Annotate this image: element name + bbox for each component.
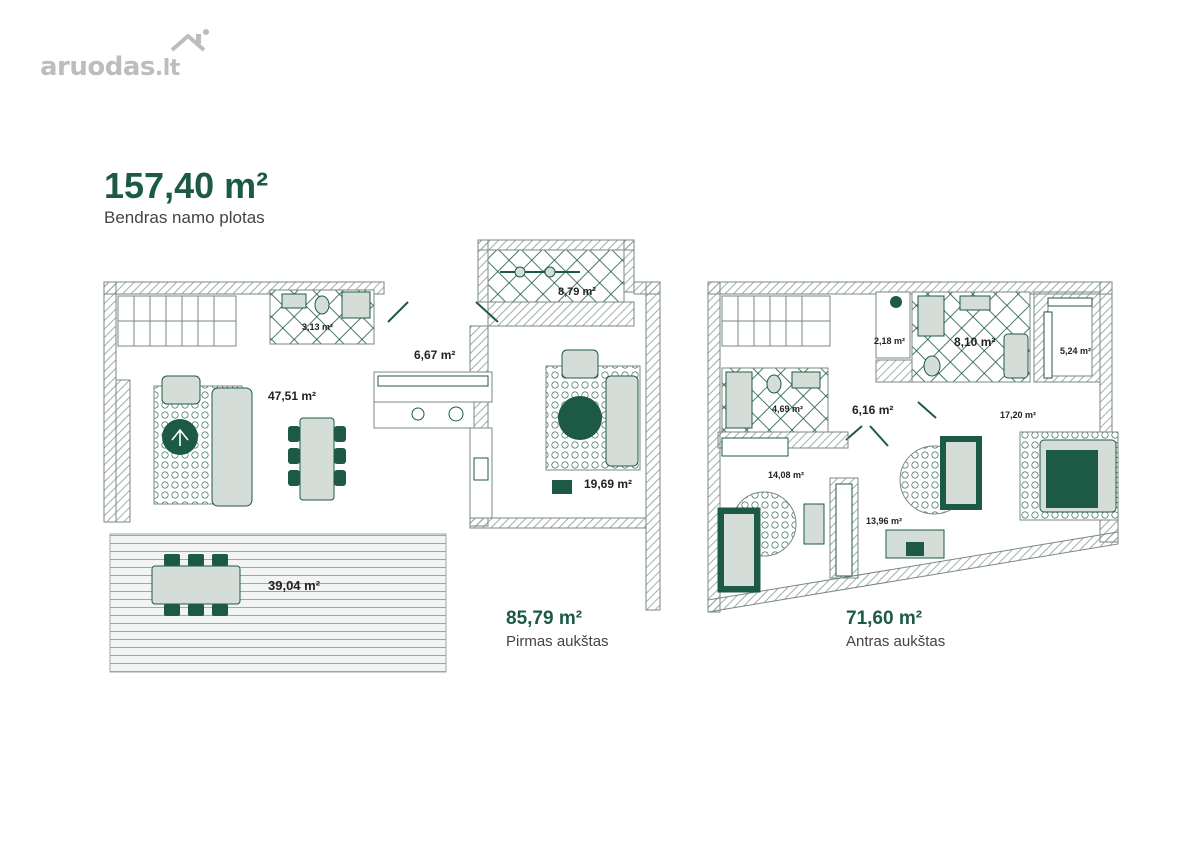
- total-area-label: Bendras namo plotas: [104, 208, 265, 227]
- floor1-stairs: [117, 295, 237, 347]
- floor1-name: Pirmas aukštas: [506, 633, 609, 650]
- logo-text: aruodas: [40, 52, 155, 82]
- label-f2-master: 17,20 m²: [1000, 410, 1036, 420]
- label-f1-bath: 3,13 m²: [302, 322, 333, 332]
- floor1-dining-table: [288, 417, 346, 501]
- floor2-summary: 71,60 m² Antras aukštas: [846, 608, 945, 650]
- floor1-summary: 85,79 m² Pirmas aukštas: [506, 608, 609, 650]
- floor2-area: 71,60 m²: [846, 608, 923, 629]
- round-table: [558, 396, 602, 440]
- floor1-plan: [103, 239, 661, 673]
- aruodas-logo[interactable]: aruodas.lt: [40, 52, 180, 82]
- logo-suffix: .lt: [154, 56, 180, 81]
- floor1-balcony: [487, 249, 625, 303]
- label-f2-room2: 13,96 m²: [866, 516, 902, 526]
- label-f2-hall: 6,16 m²: [852, 403, 893, 417]
- label-f1-living: 47,51 m²: [268, 389, 316, 403]
- label-f1-hall: 6,67 m²: [414, 348, 455, 362]
- floor2-stairs: [721, 295, 831, 347]
- house-icon: [170, 29, 209, 52]
- total-area: 157,40 m²: [104, 165, 269, 206]
- floor2-name: Antras aukštas: [846, 633, 946, 650]
- label-f2-room1: 14,08 m²: [768, 470, 804, 480]
- label-f1-balcony: 8,79 m²: [558, 286, 596, 298]
- label-f1-terrace: 39,04 m²: [268, 578, 321, 593]
- label-f2-wc: 2,18 m²: [874, 336, 905, 346]
- floor2-plan: [707, 281, 1119, 613]
- label-f1-bedroom: 19,69 m²: [584, 477, 632, 491]
- floor1-area: 85,79 m²: [506, 608, 583, 629]
- label-f2-bath2: 4,69 m²: [772, 404, 803, 414]
- total-area-block: 157,40 m² Bendras namo plotas: [104, 166, 268, 228]
- label-f2-bath: 8,10 m²: [954, 335, 995, 349]
- label-f2-closet: 5,24 m²: [1060, 346, 1091, 356]
- floor1-sofa: [211, 387, 253, 507]
